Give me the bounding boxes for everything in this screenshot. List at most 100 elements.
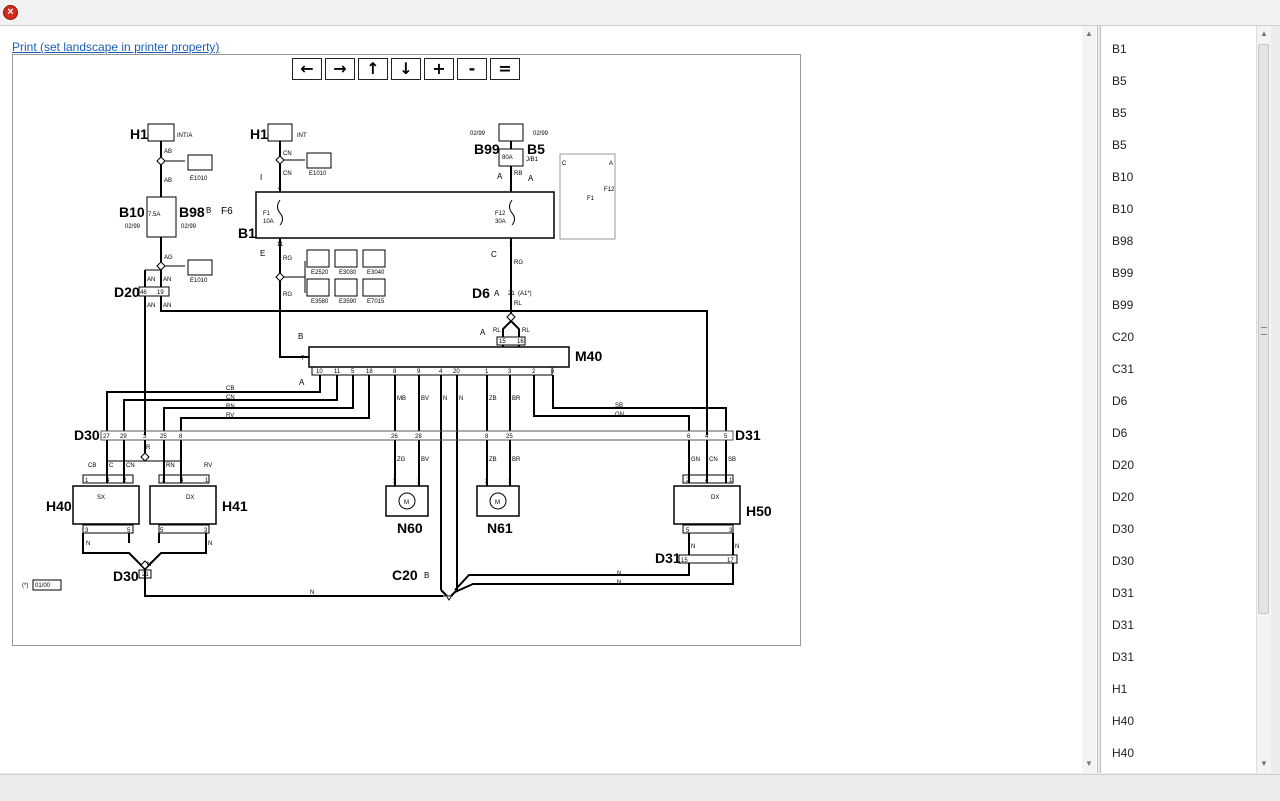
- list-item[interactable]: D31: [1112, 650, 1135, 664]
- list-item[interactable]: B1: [1112, 42, 1127, 56]
- wire-cn-2: CN: [283, 171, 292, 177]
- label-n61: N61: [487, 520, 513, 536]
- tag-f1-side: F1: [587, 196, 595, 202]
- wire-n-8: N: [617, 580, 621, 586]
- pin-h41-1: 1: [205, 478, 209, 484]
- list-item[interactable]: B5: [1112, 106, 1127, 120]
- pan-right-button[interactable]: →: [325, 58, 355, 80]
- zoom-in-button[interactable]: +: [424, 58, 454, 80]
- print-link[interactable]: Print (set landscape in printer property…: [12, 40, 220, 54]
- tag-a-box-5: A: [299, 378, 305, 387]
- list-scroll-thumb[interactable]: [1258, 44, 1269, 614]
- tag-sx: SX: [97, 495, 105, 501]
- wire-bv-1: BV: [421, 396, 429, 402]
- scroll-down-icon[interactable]: ▼: [1085, 759, 1093, 768]
- tag-e-box: E: [260, 249, 265, 258]
- wire-cn-5: CN: [709, 457, 718, 463]
- wire-cn-1: CN: [283, 151, 292, 157]
- label-h1-right: H1: [250, 126, 268, 142]
- list-scroll-up-icon[interactable]: ▲: [1260, 29, 1268, 38]
- list-item[interactable]: D31: [1112, 586, 1135, 600]
- title-bar: ×: [0, 0, 1280, 26]
- tag-0299-c: 02/99: [125, 224, 141, 230]
- pin-d30-27: 27: [103, 434, 110, 440]
- tag-a-side: A: [609, 161, 613, 167]
- tag-j-b1: J/B1: [526, 157, 539, 163]
- pin-m40-18: 18: [366, 369, 373, 375]
- list-item[interactable]: B10: [1112, 170, 1134, 184]
- list-item[interactable]: D20: [1112, 458, 1135, 472]
- list-item[interactable]: C20: [1112, 330, 1135, 344]
- list-item[interactable]: D20: [1112, 490, 1135, 504]
- wire-rv-2: RV: [204, 463, 212, 469]
- pin-h50-2: 2: [686, 478, 690, 484]
- wire-cn-4: CN: [126, 463, 135, 469]
- pin-n60-2: 2: [393, 479, 397, 485]
- pin-h40-2: 2: [123, 478, 127, 484]
- label-d31-bottom: D31: [655, 550, 681, 566]
- label-d6: D6: [472, 285, 490, 301]
- tag-fuse-80a: 80A: [502, 155, 513, 161]
- motor-m-n60: M: [404, 500, 409, 506]
- pin-n60-1: 1: [417, 479, 421, 485]
- zoom-reset-button[interactable]: =: [490, 58, 520, 80]
- tag-a-star: (A1*): [518, 291, 532, 297]
- wire-cb-2: CB: [88, 463, 96, 469]
- wire-r: R: [146, 445, 151, 451]
- wire-sb-2: SB: [728, 457, 736, 463]
- list-item[interactable]: H40: [1112, 746, 1135, 760]
- close-icon[interactable]: ×: [3, 5, 18, 20]
- list-item[interactable]: H1: [1112, 682, 1128, 696]
- list-item[interactable]: B99: [1112, 266, 1134, 280]
- list-scrollbar[interactable]: ▲ ▼: [1256, 26, 1271, 773]
- pan-left-button[interactable]: ←: [292, 58, 322, 80]
- pin-h40-5: 5: [127, 528, 131, 534]
- zoom-out-button[interactable]: -: [457, 58, 487, 80]
- wiring-diagram: ← → ↑ ↓ + - =: [12, 54, 801, 646]
- list-scroll-down-icon[interactable]: ▼: [1260, 759, 1268, 768]
- tag-footnote-star: (*): [22, 583, 28, 589]
- motor-m-n61: M: [495, 500, 500, 506]
- list-item[interactable]: B98: [1112, 234, 1134, 248]
- wire-an-2: AN: [163, 277, 171, 283]
- list-item[interactable]: D30: [1112, 522, 1135, 536]
- list-item[interactable]: B10: [1112, 202, 1134, 216]
- wire-zb-2: ZB: [489, 457, 497, 463]
- pin-m40-11: 11: [334, 369, 341, 375]
- list-item[interactable]: D30: [1112, 554, 1135, 568]
- pan-up-button[interactable]: ↑: [358, 58, 388, 80]
- pin-d31-15: 15: [681, 558, 688, 564]
- pin-m40-1: 1: [485, 369, 489, 375]
- pin-h50-5: 5: [686, 528, 690, 534]
- list-item[interactable]: D31: [1112, 618, 1135, 632]
- label-n60: N60: [397, 520, 423, 536]
- pin-b1-4: 4: [278, 186, 282, 192]
- list-item[interactable]: D6: [1112, 426, 1128, 440]
- diagram-pane: Print (set landscape in printer property…: [0, 26, 1098, 773]
- list-item[interactable]: H40: [1112, 714, 1135, 728]
- pin-h40-1: 1: [85, 478, 89, 484]
- list-item[interactable]: B5: [1112, 74, 1127, 88]
- list-item[interactable]: B5: [1112, 138, 1127, 152]
- grip-icon: [1261, 327, 1267, 335]
- label-h41: H41: [222, 498, 248, 514]
- pin-d30-8: 8: [179, 434, 183, 440]
- pin-m40-7: 7: [301, 356, 305, 362]
- scroll-up-icon[interactable]: ▲: [1085, 29, 1093, 38]
- label-b99: B99: [474, 141, 500, 157]
- wire-rg-1: RG: [283, 256, 292, 262]
- label-c20: C20: [392, 567, 418, 583]
- pan-down-button[interactable]: ↓: [391, 58, 421, 80]
- list-item[interactable]: C31: [1112, 362, 1135, 376]
- tag-0299-b: 02/99: [533, 131, 549, 137]
- tag-e7015: E7015: [367, 299, 385, 305]
- pin-h50-4: 4: [705, 478, 709, 484]
- tag-0299-a: 02/99: [470, 131, 486, 137]
- tag-fuse-f12: F12: [495, 211, 506, 217]
- wire-rl-2: RL: [493, 328, 501, 334]
- list-item[interactable]: D6: [1112, 394, 1128, 408]
- diagram-scrollbar[interactable]: ▲ ▼: [1082, 26, 1096, 773]
- pin-m40-8: 8: [393, 369, 397, 375]
- tag-a-box-2: A: [528, 174, 534, 183]
- list-item[interactable]: B99: [1112, 298, 1134, 312]
